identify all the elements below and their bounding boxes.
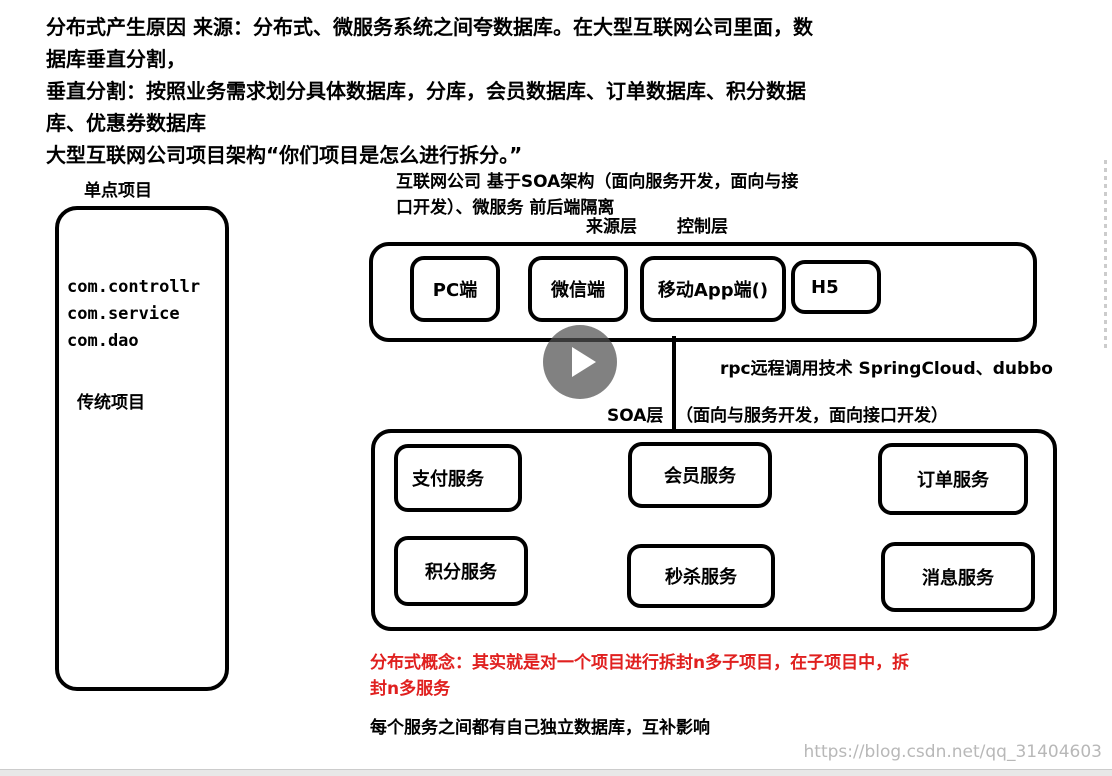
heading-line-3: 垂直分割：按照业务需求划分具体数据库，分库，会员数据库、订单数据库、积分数据 <box>46 79 806 103</box>
traditional-project-caption: 传统项目 <box>77 393 145 413</box>
single-project-box: com.controllr com.service com.dao 传统项目 <box>55 206 229 691</box>
service-message-label: 消息服务 <box>922 568 994 589</box>
package-dao: com.dao <box>67 331 139 352</box>
soa-layer-desc: （面向与服务开发，面向接口开发） <box>676 406 948 426</box>
service-seckill-label: 秒杀服务 <box>665 567 737 588</box>
control-layer-label: 控制层 <box>677 217 728 237</box>
soa-intro-line-2: 口开发）、微服务 前后端隔离 <box>396 198 615 218</box>
right-edge-decoration <box>1104 160 1107 350</box>
heading-line-4: 库、优惠券数据库 <box>46 111 206 135</box>
bottom-edge-bar <box>0 769 1112 776</box>
service-member: 会员服务 <box>628 442 772 508</box>
soa-intro-line-1: 互联网公司 基于SOA架构（面向服务开发，面向与接 <box>396 172 799 192</box>
service-message: 消息服务 <box>881 542 1035 612</box>
concept-line-1: 分布式概念：其实就是对一个项目进行拆封n多子项目，在子项目中，拆 <box>370 653 910 673</box>
footer-note: 每个服务之间都有自己独立数据库，互补影响 <box>370 718 710 738</box>
single-project-title: 单点项目 <box>84 181 152 201</box>
play-video-button[interactable] <box>543 325 617 399</box>
client-wechat-label: 微信端 <box>551 280 605 301</box>
package-list: com.controllr com.service com.dao <box>67 274 200 356</box>
rpc-connector-line <box>672 336 676 432</box>
client-pc-label: PC端 <box>432 280 478 301</box>
concept-line-2: 封n多服务 <box>370 679 451 699</box>
service-member-label: 会员服务 <box>664 466 736 487</box>
service-seckill: 秒杀服务 <box>627 544 775 608</box>
heading-line-5: 大型互联网公司项目架构“你们项目是怎么进行拆分。” <box>46 143 523 167</box>
service-order: 订单服务 <box>878 443 1028 515</box>
heading-line-1: 分布式产生原因 来源：分布式、微服务系统之间夸数据库。在大型互联网公司里面，数 <box>46 15 813 39</box>
soa-layer-label: SOA层 <box>607 406 664 426</box>
service-payment: 支付服务 <box>394 444 522 512</box>
client-mobile-app: 移动App端() <box>640 256 786 322</box>
service-payment-label: 支付服务 <box>412 469 484 490</box>
client-pc: PC端 <box>410 256 500 322</box>
heading-line-2: 据库垂直分割， <box>46 47 186 71</box>
watermark: https://blog.csdn.net/qq_31404603 <box>803 742 1102 762</box>
rpc-label: rpc远程调用技术 SpringCloud、dubbo <box>720 359 1053 379</box>
client-h5-label: H5 <box>811 276 839 298</box>
client-h5: H5 <box>791 260 881 314</box>
client-wechat: 微信端 <box>528 256 628 322</box>
client-mobile-app-label: 移动App端() <box>657 280 769 301</box>
service-order-label: 订单服务 <box>917 470 989 491</box>
service-points-label: 积分服务 <box>425 562 497 583</box>
source-layer-label: 来源层 <box>586 217 637 237</box>
package-controller: com.controllr <box>67 277 201 297</box>
service-points: 积分服务 <box>394 536 528 606</box>
package-service: com.service <box>67 304 180 325</box>
